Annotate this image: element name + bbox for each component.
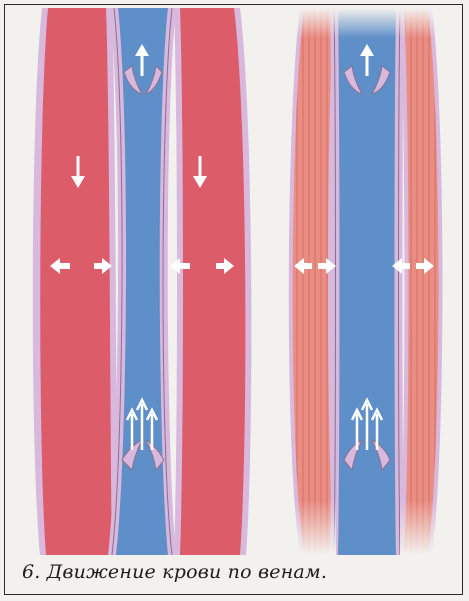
- muscle-left: [293, 8, 334, 555]
- panel-left: [33, 8, 252, 555]
- vein-lumen-right: [338, 8, 396, 555]
- muscle-right: [180, 8, 245, 555]
- muscle-left: [40, 8, 112, 555]
- panel-right: [284, 8, 454, 555]
- figure-caption: 6. Движение крови по венам.: [22, 561, 327, 583]
- muscle-right: [404, 8, 439, 555]
